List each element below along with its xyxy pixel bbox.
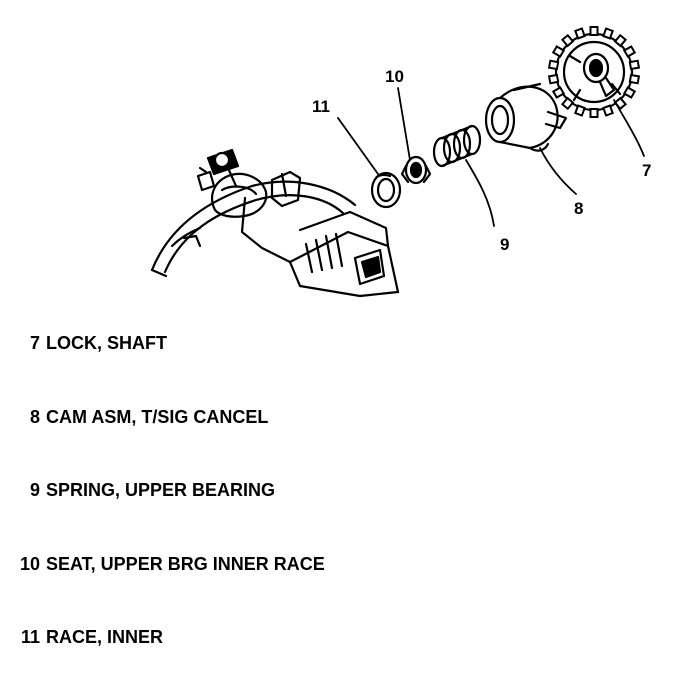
legend-text: LOCK, SHAFT — [46, 333, 167, 353]
gear-tooth — [613, 33, 628, 48]
leader-line-7 — [613, 99, 645, 157]
legend-number: 11 — [20, 627, 40, 647]
gear-tooth — [547, 59, 560, 71]
legend-row: 10 SEAT, UPPER BRG INNER RACE — [14, 552, 325, 577]
gear-tooth — [551, 45, 566, 58]
gear-tooth — [628, 73, 641, 85]
gear-tooth — [589, 26, 599, 36]
legend-text: SPRING, UPPER BEARING — [46, 480, 276, 500]
gear-tooth — [574, 27, 586, 40]
gear-tooth — [551, 86, 566, 99]
legend-number: 9 — [29, 480, 40, 500]
diagram-drawing: 11 10 9 8 7 — [150, 26, 651, 298]
gear-tooth — [547, 73, 560, 85]
callout-10: 10 — [385, 67, 404, 86]
housing-tab — [270, 170, 302, 208]
ignition-key — [196, 148, 268, 218]
gear-tooth — [589, 108, 599, 118]
legend-number: 7 — [29, 333, 40, 353]
part-10-bearing-seat — [400, 155, 432, 185]
parts-legend: 7 LOCK, SHAFT 8 CAM ASM, T/SIG CANCEL 9 SPR… — [14, 282, 325, 699]
legend-row: 8 CAM ASM, T/SIG CANCEL — [14, 405, 325, 430]
callout-8: 8 — [574, 199, 583, 218]
callout-11: 11 — [312, 97, 330, 116]
leader-line-9 — [465, 159, 495, 227]
gear-tooth — [560, 96, 575, 111]
legend-text: RACE, INNER — [46, 627, 164, 647]
column-housing — [150, 180, 400, 298]
legend-text: SEAT, UPPER BRG INNER RACE — [46, 553, 325, 574]
callout-7: 7 — [642, 161, 651, 180]
gear-tooth — [628, 59, 641, 71]
legend-row: 7 LOCK, SHAFT — [14, 331, 325, 356]
gear-teeth — [547, 26, 641, 118]
legend-row: 11 RACE, INNER — [14, 625, 325, 650]
legend-row: 9 SPRING, UPPER BEARING — [14, 478, 325, 503]
gear-tooth — [602, 27, 614, 40]
gear-tooth — [622, 45, 637, 58]
gear-tooth — [560, 33, 575, 48]
callout-9: 9 — [500, 235, 509, 254]
leader-line-8 — [539, 147, 577, 195]
leader-line-11 — [337, 117, 379, 175]
part-11-inner-race — [370, 171, 402, 209]
part-8-cam-assembly — [484, 82, 568, 152]
part-9-spring — [432, 124, 482, 168]
gear-tooth — [622, 86, 637, 99]
legend-number: 8 — [29, 406, 40, 427]
leader-line-10 — [397, 87, 411, 161]
legend-number: 10 — [19, 553, 40, 574]
gear-tooth — [602, 104, 614, 117]
legend-text: CAM ASM, T/SIG CANCEL — [46, 406, 269, 427]
gear-tooth — [574, 104, 586, 117]
